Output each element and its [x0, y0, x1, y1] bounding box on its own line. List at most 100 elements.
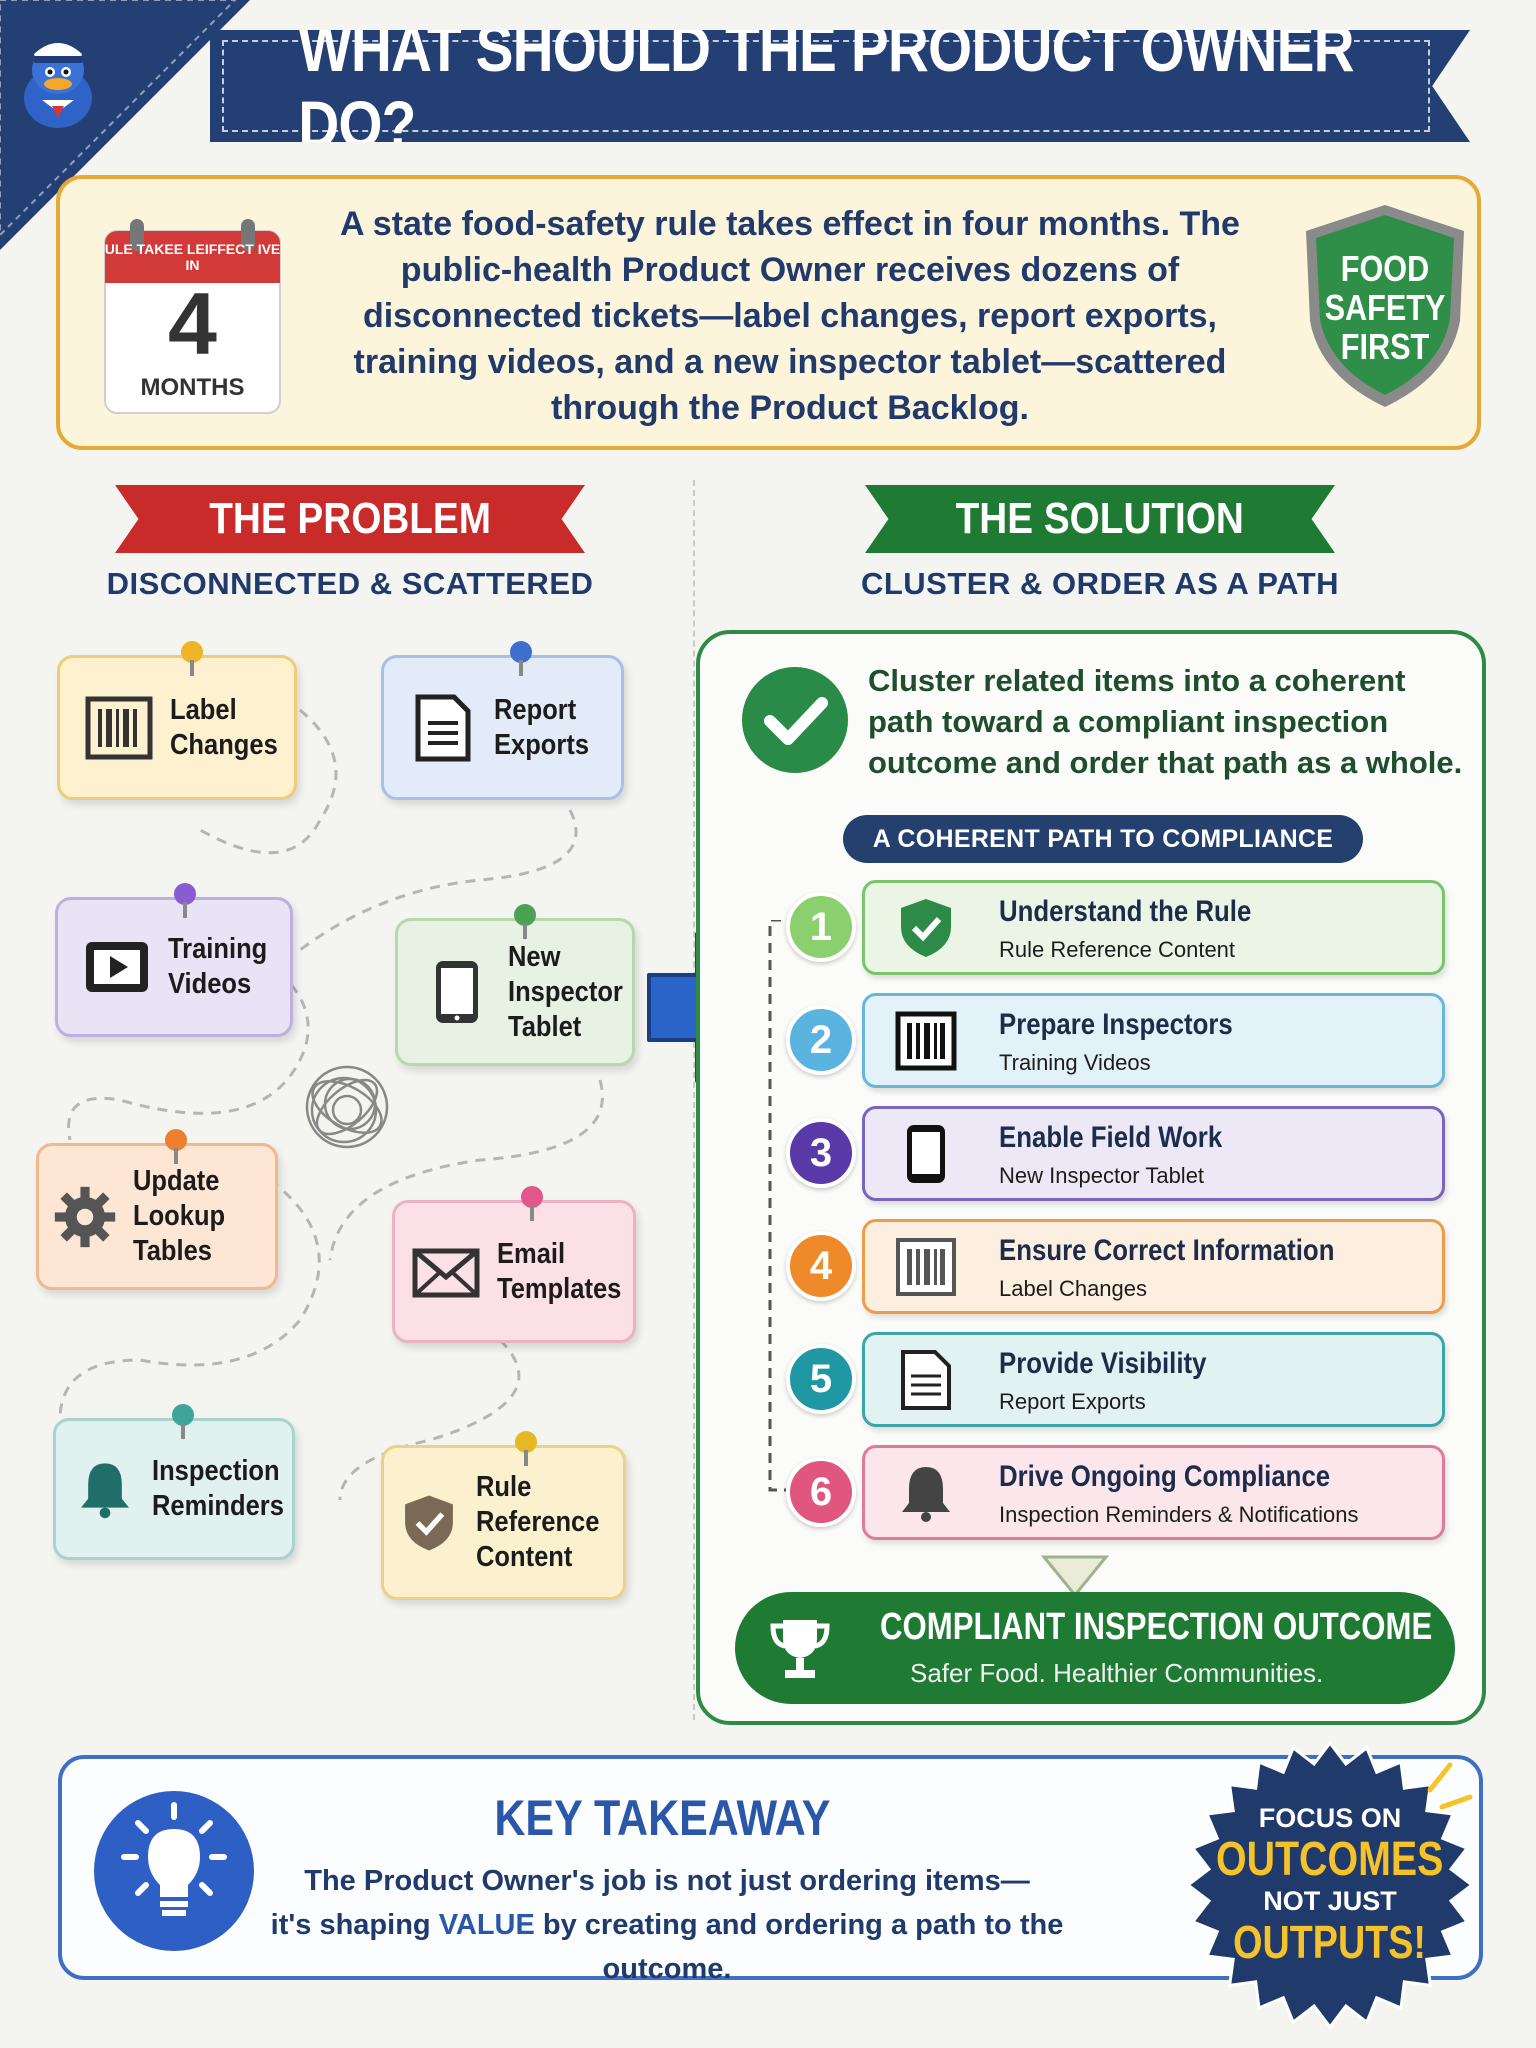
takeaway-line-2: it's shaping VALUE by creating and order…	[252, 1903, 1082, 1991]
pushpin-icon	[181, 641, 203, 676]
step-number-6: 6	[786, 1457, 856, 1527]
takeaway-highlight: VALUE	[438, 1909, 535, 1941]
pushpin-icon	[514, 904, 536, 939]
note-rule-reference-content: Rule Reference Content	[381, 1431, 626, 1600]
shield-check-icon	[901, 899, 951, 957]
step-prepare-inspectors: Prepare Inspectors Training Videos	[862, 993, 1445, 1088]
duck-sailor-icon	[24, 43, 92, 128]
badge-line-3: NOT JUST	[1263, 1886, 1397, 1916]
step-number-1: 1	[786, 892, 856, 962]
note-update-lookup-tables: Update Lookup Tables	[36, 1129, 278, 1290]
pushpin-icon	[172, 1404, 194, 1439]
calendar-unit: MONTHS	[140, 374, 245, 401]
outcome-subtitle: Safer Food. Healthier Communities.	[910, 1658, 1324, 1688]
note-email-templates: Email Templates	[392, 1186, 636, 1343]
shield-line-3: FIRST	[1340, 326, 1430, 367]
step-understand-the-rule: Understand the Rule Rule Reference Conte…	[862, 880, 1445, 975]
outcome-banner: COMPLIANT INSPECTION OUTCOME Safer Food.…	[735, 1592, 1455, 1704]
section-divider	[693, 480, 695, 1720]
video-icon	[86, 942, 148, 992]
step-provide-visibility: Provide Visibility Report Exports	[862, 1332, 1445, 1427]
badge-line-2: OUTCOMES	[1216, 1833, 1444, 1886]
down-arrow-icon	[1040, 1555, 1110, 1598]
shield-check-icon	[405, 1495, 453, 1550]
step-subtitle: Training Videos	[999, 1050, 1151, 1075]
badge-text: FOCUS ON OUTCOMES NOT JUST OUTPUTS!	[1180, 1735, 1480, 2035]
takeaway-line-2-pre: it's shaping	[270, 1909, 439, 1941]
note-label: Inspection Reminders	[152, 1455, 284, 1522]
tablet-icon	[907, 1125, 945, 1183]
step-title: Ensure Correct Information	[999, 1234, 1335, 1267]
note-label: Report Exports	[494, 693, 590, 761]
intro-text: A state food-safety rule takes effect in…	[340, 205, 1240, 427]
gear-icon	[54, 1186, 116, 1247]
barcode-icon	[85, 696, 153, 759]
barcode-icon	[895, 1011, 957, 1071]
note-training-videos: Training Videos	[55, 883, 293, 1037]
solution-title: THE SOLUTION	[955, 494, 1245, 543]
step-number-5: 5	[786, 1344, 856, 1414]
step-subtitle: Inspection Reminders & Notifications	[999, 1502, 1359, 1527]
step-ensure-correct-information: Ensure Correct Information Label Changes	[862, 1219, 1445, 1314]
step-subtitle: Report Exports	[999, 1389, 1146, 1414]
solution-ribbon: THE SOLUTION	[865, 485, 1335, 553]
document-icon	[415, 694, 471, 761]
takeaway-title: KEY TAKEAWAY	[252, 1789, 1072, 1847]
step-title: Drive Ongoing Compliance	[999, 1460, 1331, 1493]
calendar-icon	[104, 219, 281, 414]
path-label-pill: A COHERENT PATH TO COMPLIANCE	[843, 815, 1363, 863]
page-title: WHAT SHOULD THE PRODUCT OWNER DO?	[298, 11, 1354, 161]
takeaway-text: The Product Owner's job is not just orde…	[252, 1859, 1082, 1991]
scatter-paths	[58, 708, 604, 1501]
badge-line-1: FOCUS ON	[1258, 1803, 1402, 1833]
problem-ribbon: THE PROBLEM	[115, 485, 585, 553]
shield-label: FOOD SAFETY FIRST	[1300, 249, 1470, 366]
note-inspection-reminders: Inspection Reminders	[53, 1404, 295, 1560]
note-label: Rule Reference Content	[476, 1471, 600, 1573]
step-title: Understand the Rule	[999, 895, 1252, 928]
takeaway-title-text: KEY TAKEAWAY	[493, 1790, 831, 1846]
pushpin-icon	[521, 1186, 543, 1221]
note-label-changes: Label Changes	[57, 641, 297, 800]
step-enable-field-work: Enable Field Work New Inspector Tablet	[862, 1106, 1445, 1201]
step-title: Provide Visibility	[999, 1347, 1207, 1380]
bell-icon	[81, 1463, 129, 1519]
barcode-icon	[896, 1238, 956, 1296]
solution-text: Cluster related items into a coherent pa…	[868, 663, 1463, 780]
envelope-icon	[412, 1248, 480, 1297]
tablet-icon	[436, 961, 478, 1023]
food-safety-shield-icon	[1306, 205, 1464, 407]
problem-subtitle: DISCONNECTED & SCATTERED	[106, 566, 594, 601]
pushpin-icon	[165, 1129, 187, 1164]
shield-line-2: SAFETY	[1324, 287, 1446, 328]
calendar-number: 4	[168, 274, 217, 373]
solution-subtitle: CLUSTER & ORDER AS A PATH	[860, 566, 1340, 601]
trophy-icon	[770, 1620, 830, 1678]
note-report-exports: Report Exports	[381, 641, 624, 800]
step-subtitle: Rule Reference Content	[999, 937, 1236, 962]
problem-title: THE PROBLEM	[209, 494, 491, 543]
step-drive-ongoing-compliance: Drive Ongoing Compliance Inspection Remi…	[862, 1445, 1445, 1540]
tangle-scribble-icon	[305, 1065, 389, 1149]
badge-line-4: OUTPUTS!	[1233, 1916, 1427, 1968]
step-number-4: 4	[786, 1231, 856, 1301]
pushpin-icon	[174, 883, 196, 918]
pushpin-icon	[515, 1431, 537, 1466]
step-number-2: 2	[786, 1005, 856, 1075]
note-label: Email Templates	[497, 1237, 622, 1305]
step-subtitle: New Inspector Tablet	[999, 1163, 1205, 1188]
check-circle-icon	[742, 667, 848, 773]
path-connector	[768, 920, 798, 1492]
step-subtitle: Label Changes	[999, 1276, 1148, 1301]
bell-icon	[902, 1467, 950, 1522]
note-new-inspector-tablet: New Inspector Tablet	[395, 904, 635, 1066]
document-icon	[901, 1350, 951, 1410]
outcome-title: COMPLIANT INSPECTION OUTCOME	[880, 1606, 1433, 1648]
note-label: Update Lookup Tables	[133, 1165, 226, 1267]
note-label: Label Changes	[170, 693, 278, 761]
pushpin-icon	[510, 641, 532, 676]
title-banner: WHAT SHOULD THE PRODUCT OWNER DO?	[210, 30, 1470, 142]
outcomes-badge	[1185, 1740, 1475, 2030]
takeaway-line-1: The Product Owner's job is not just orde…	[304, 1865, 1030, 1897]
intro-card: ULE TAKEE LEIFFECT IVE IN 4 MONTHS A sta…	[56, 175, 1481, 450]
